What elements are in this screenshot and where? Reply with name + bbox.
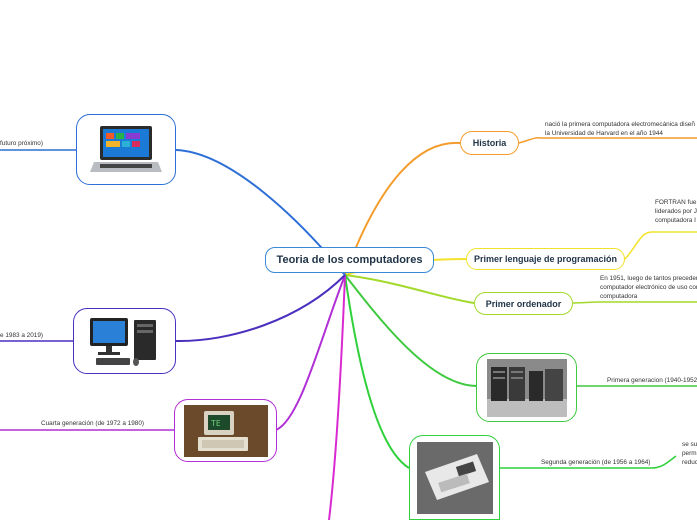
connector-down (328, 274, 346, 520)
connector-primera-gen (344, 274, 477, 387)
segunda-gen-detail-line: reduc (682, 459, 697, 466)
cuarta-gen-label[interactable]: Cuarta generación (de 1972 a 1980) (41, 420, 145, 427)
underline-historia (518, 137, 697, 144)
desktop-computer-image[interactable] (73, 308, 176, 374)
laptop-image[interactable] (76, 114, 176, 185)
vintage-computer-image[interactable]: TE (174, 399, 277, 462)
historia-detail: nació la primera computadora electromecá… (545, 120, 695, 138)
topic-historia[interactable]: Historia (460, 131, 519, 155)
segunda-gen-label[interactable]: Segunda generación (de 1956 a 1964) (541, 459, 651, 466)
topic-primer-ordenador[interactable]: Primer ordenador (474, 292, 573, 315)
laptop-icon (90, 125, 162, 172)
lenguaje-detail-line: FORTRAN fue c (655, 199, 697, 206)
quinta-gen-label[interactable]: e 1983 a 2019) (0, 332, 43, 339)
segunda-gen-detail: se su perm reduc (682, 440, 697, 467)
transistor-computer-image[interactable] (409, 435, 500, 520)
svg-text:TE: TE (211, 419, 221, 428)
underline-lenguaje (624, 231, 697, 260)
lenguaje-detail-line: computadora I (655, 217, 696, 224)
ordenador-detail-line: computador electrónico de uso cor (600, 284, 697, 291)
sexta-gen-label[interactable]: futuro próximo) (0, 140, 43, 147)
topic-primer-lenguaje[interactable]: Primer lenguaje de programación (466, 248, 625, 270)
ordenador-detail: En 1951, luego de tantos preceden comput… (600, 274, 697, 301)
lenguaje-detail: FORTRAN fue c liderados por J computador… (655, 198, 697, 225)
mainframe-room-image[interactable] (476, 353, 577, 422)
central-topic[interactable]: Teoria de los computadores (265, 247, 434, 273)
connector-ordenador (344, 274, 475, 304)
lenguaje-detail-line: liderados por J (655, 208, 697, 215)
connector-cuarta-gen (275, 274, 346, 431)
connector-segunda-gen (344, 274, 410, 469)
underline-segunda-gen (500, 455, 677, 469)
segunda-gen-detail-line: se su (682, 441, 697, 448)
transistor-computer-icon (416, 441, 493, 514)
vintage-computer-icon: TE (183, 404, 268, 457)
historia-detail-line: la Universidad de Harvard en el año 1944 (545, 130, 663, 137)
segunda-gen-detail-line: perm (682, 450, 697, 457)
historia-detail-line: nació la primera computadora electromecá… (545, 121, 695, 128)
desktop-computer-icon (89, 318, 156, 366)
primera-gen-label[interactable]: Primera generacion (1940-1952 (607, 377, 697, 384)
connector-historia (344, 141, 461, 276)
underline-ordenador (572, 301, 697, 304)
ordenador-detail-line: computadora (600, 293, 638, 300)
connector-quinta-gen (175, 274, 346, 343)
ordenador-detail-line: En 1951, luego de tantos preceden (600, 275, 697, 282)
mainframe-room-icon (486, 358, 567, 417)
